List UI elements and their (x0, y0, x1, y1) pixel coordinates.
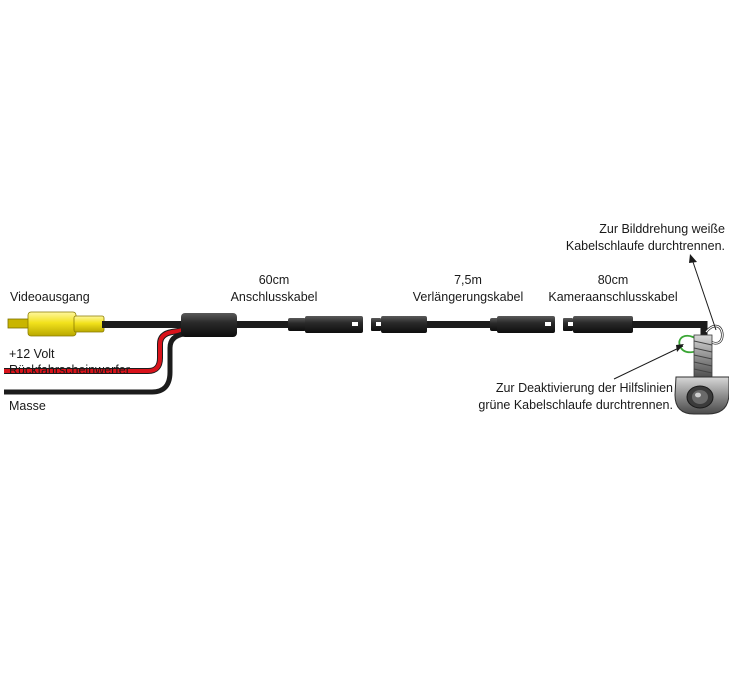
label-cable1-name: Anschlusskabel (230, 290, 318, 304)
camera-body (674, 376, 729, 415)
label-cable2-name: Verlängerungskabel (412, 290, 524, 304)
label-cable1-length: 60cm (258, 273, 290, 287)
label-ground: Masse (9, 399, 46, 413)
note-lines-line1: Zur Deaktivierung der Hilfslinien (495, 381, 673, 395)
label-reverse-light: Rückfahrscheinwerfer (9, 363, 130, 377)
label-cable2-length: 7,5m (454, 273, 482, 287)
connector-3-socket (563, 316, 633, 333)
cable-segment-2 (427, 321, 497, 328)
connector-2-plug (490, 316, 555, 333)
label-plus12: +12 Volt (9, 347, 55, 361)
pointer-arrow-rotate (689, 254, 717, 331)
connector-1-plug (288, 316, 363, 333)
camera-mount (693, 334, 713, 380)
label-cable3-name: Kameraanschlusskabel (548, 290, 678, 304)
note-rotate-line2: Kabelschlaufe durchtrennen. (565, 239, 725, 253)
ground-wire (4, 331, 185, 395)
breakout-box (181, 313, 237, 337)
red-wire (4, 328, 185, 373)
connector-2-socket (371, 316, 427, 333)
note-lines-line2: grüne Kabelschlaufe durchtrennen. (478, 398, 673, 412)
rca-video-plug (7, 311, 105, 337)
video-cable (102, 321, 184, 328)
label-cable3-length: 80cm (597, 273, 629, 287)
label-video-out: Videoausgang (10, 290, 90, 304)
note-rotate-line1: Zur Bilddrehung weiße (599, 222, 725, 236)
cable-segment-1 (237, 321, 295, 328)
pointer-arrow-lines (613, 344, 684, 380)
